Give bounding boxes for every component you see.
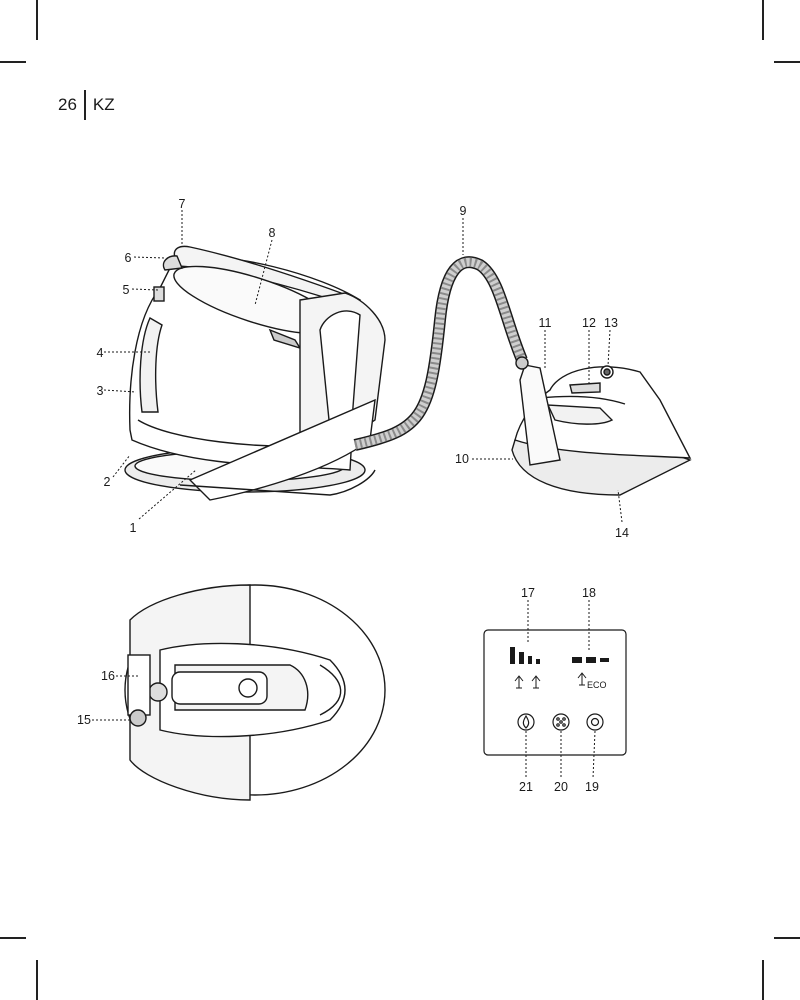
callout-1: 1 [130, 521, 137, 535]
station-top-view-drawing [124, 584, 386, 801]
steam-level-indicator-bars [510, 647, 540, 664]
callout-7: 7 [179, 197, 186, 211]
callout-20: 20 [554, 780, 568, 794]
eco-steam-icon [577, 672, 587, 686]
page-header: 26 KZ [58, 90, 115, 120]
callout-11: 11 [539, 316, 552, 330]
callout-4: 4 [97, 346, 104, 360]
callout-17: 17 [521, 586, 535, 600]
steam-button[interactable] [517, 713, 535, 731]
callout-13: 13 [604, 316, 618, 330]
control-panel: ECO [483, 629, 627, 756]
callout-8: 8 [269, 226, 276, 240]
callout-2: 2 [104, 475, 111, 489]
callout-12: 12 [582, 316, 596, 330]
callout-19: 19 [585, 780, 599, 794]
eco-label: ECO [587, 680, 607, 690]
callout-10: 10 [455, 452, 469, 466]
callout-6: 6 [125, 251, 132, 265]
callout-15: 15 [77, 713, 91, 727]
callout-9: 9 [460, 204, 467, 218]
callout-5: 5 [123, 283, 130, 297]
anti-scale-button[interactable] [552, 713, 570, 731]
eco-indicator-bars [572, 657, 609, 663]
callout-18: 18 [582, 586, 596, 600]
callout-16: 16 [101, 669, 115, 683]
steam-icon [514, 675, 541, 689]
callout-labels: 1 2 3 4 5 6 7 8 9 10 11 12 13 14 15 16 1… [77, 197, 629, 794]
header-divider [83, 90, 86, 120]
steam-hose-drawing [353, 256, 528, 451]
iron-drawing [511, 356, 692, 496]
page-number: 26 [58, 95, 77, 114]
steam-station-drawing [124, 245, 386, 501]
callout-14: 14 [615, 526, 629, 540]
language-code: KZ [92, 95, 115, 114]
callout-3: 3 [97, 384, 104, 398]
power-button[interactable] [586, 713, 604, 731]
callout-21: 21 [519, 780, 533, 794]
control-panel-frame [483, 629, 627, 756]
leader-lines [92, 210, 623, 779]
